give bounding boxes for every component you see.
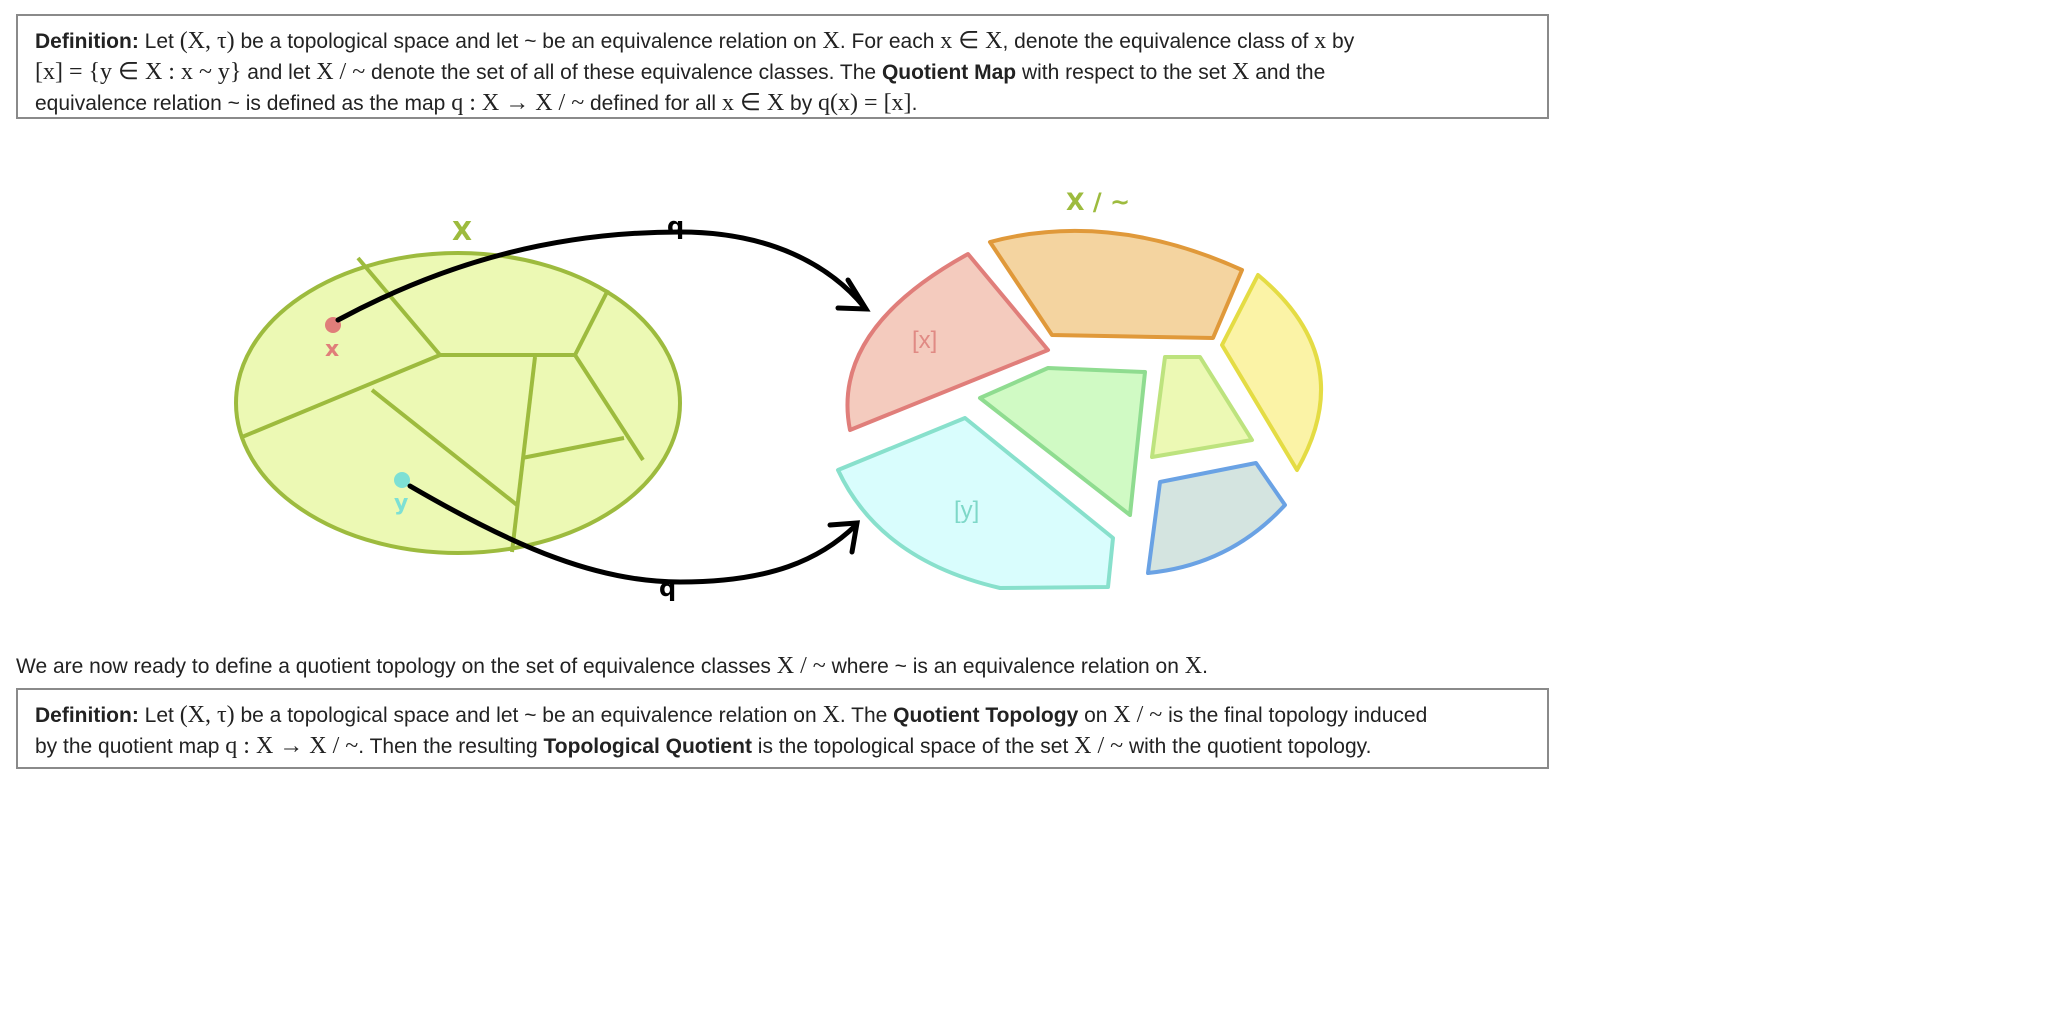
- math-expression: X / ~: [316, 59, 366, 85]
- text-segment: be a topological space and let ~ be an e…: [234, 30, 823, 53]
- text-segment: Let: [138, 30, 180, 53]
- text-segment: . Then the resulting: [358, 735, 544, 758]
- class-y-piece: [836, 416, 1115, 590]
- math-expression: q : X → X / ~: [225, 733, 359, 759]
- math-expression: X: [1232, 59, 1250, 85]
- space-x: X x y: [234, 217, 682, 555]
- class-x-label: [x]: [912, 327, 937, 354]
- text-segment: . For each: [839, 30, 941, 53]
- math-expression: (X, τ): [179, 702, 235, 728]
- text-line: We are now ready to define a quotient to…: [16, 651, 1208, 682]
- point-y-label: y: [394, 491, 408, 516]
- point-y-dot: [394, 472, 410, 488]
- text-segment: defined for all: [584, 92, 722, 115]
- text-segment: Let: [138, 704, 180, 727]
- bold-term: Topological Quotient: [543, 735, 752, 758]
- math-expression: q : X → X / ~: [451, 90, 585, 116]
- math-expression: X: [822, 702, 840, 728]
- class-y-label: [y]: [954, 497, 979, 524]
- definition-quotient-topology: Definition: Let (X, τ) be a topological …: [16, 688, 1549, 769]
- quotient-space: X / ~ [x] [y]: [836, 188, 1324, 590]
- text-segment: denote the set of all of these equivalen…: [365, 61, 882, 84]
- space-x-ellipse: [234, 251, 682, 555]
- text-line: Definition: Let (X, τ) be a topological …: [35, 700, 1531, 731]
- space-x-label: X: [452, 217, 472, 247]
- text-segment: by the quotient map: [35, 735, 226, 758]
- bold-term: Definition:: [35, 704, 139, 727]
- text-segment: , denote the equivalence class of: [1002, 30, 1315, 53]
- math-expression: X: [822, 28, 840, 54]
- arrowhead-bottom: [827, 520, 861, 555]
- text-segment: . The: [839, 704, 894, 727]
- text-segment: equivalence relation ~ is defined as the…: [35, 92, 452, 115]
- class-lime-piece: [1150, 355, 1254, 459]
- text-segment: .: [911, 92, 918, 115]
- quotient-map-diagram: X x y X / ~ [x] [y] q q: [234, 188, 1324, 602]
- math-expression: X: [1184, 653, 1203, 679]
- text-segment: is the final topology induced: [1162, 704, 1428, 727]
- text-line: by the quotient map q : X → X / ~. Then …: [35, 731, 1531, 762]
- text-segment: We are now ready to define a quotient to…: [16, 655, 777, 678]
- text-line: [x] = {y ∈ X : x ~ y} and let X / ~ deno…: [35, 57, 1531, 88]
- intro-paragraph: We are now ready to define a quotient to…: [16, 651, 1208, 682]
- math-expression: x ∈ X: [940, 28, 1003, 54]
- bold-term: Definition:: [35, 30, 139, 53]
- class-orange-piece: [988, 228, 1244, 340]
- map-arrow-top: [335, 229, 868, 323]
- text-segment: is the topological space of the set: [751, 735, 1075, 758]
- arrowhead-top: [835, 277, 871, 312]
- text-segment: be a topological space and let ~ be an e…: [234, 704, 823, 727]
- class-x-piece: [845, 252, 1050, 432]
- text-segment: on: [1078, 704, 1114, 727]
- math-expression: X / ~: [1074, 733, 1124, 759]
- math-expression: q(x) = [x]: [818, 90, 912, 116]
- text-line: Definition: Let (X, τ) be a topological …: [35, 26, 1531, 57]
- map-label-top: q: [667, 212, 684, 240]
- text-segment: with respect to the set: [1016, 61, 1233, 84]
- text-segment: where ~ is an equivalence relation on: [825, 655, 1185, 678]
- bold-term: Quotient Map: [881, 61, 1017, 84]
- math-expression: X / ~: [776, 653, 826, 679]
- text-segment: with the quotient topology.: [1123, 735, 1372, 758]
- map-arrows: q q: [335, 212, 871, 602]
- definition-quotient-map: Definition: Let (X, τ) be a topological …: [16, 14, 1549, 119]
- partition-lines: [241, 256, 645, 553]
- class-blue-piece: [1146, 461, 1287, 575]
- math-expression: x ∈ X: [721, 90, 785, 116]
- math-expression: x: [1314, 28, 1327, 54]
- class-yellow-piece: [1220, 273, 1324, 472]
- text-segment: and the: [1249, 61, 1326, 84]
- text-line: equivalence relation ~ is defined as the…: [35, 88, 1531, 119]
- math-expression: (X, τ): [179, 28, 235, 54]
- text-segment: by: [1326, 30, 1355, 53]
- point-x-label: x: [325, 337, 339, 362]
- math-expression: [x] = {y ∈ X : x ~ y}: [35, 59, 242, 85]
- bold-term: Quotient Topology: [893, 704, 1079, 727]
- text-segment: .: [1202, 655, 1208, 678]
- map-label-bottom: q: [659, 574, 676, 602]
- quotient-label: X / ~: [1066, 188, 1130, 216]
- class-green-piece: [978, 366, 1147, 517]
- map-arrow-bottom: [407, 483, 859, 585]
- math-expression: X / ~: [1113, 702, 1163, 728]
- text-segment: and let: [241, 61, 317, 84]
- text-segment: by: [784, 92, 819, 115]
